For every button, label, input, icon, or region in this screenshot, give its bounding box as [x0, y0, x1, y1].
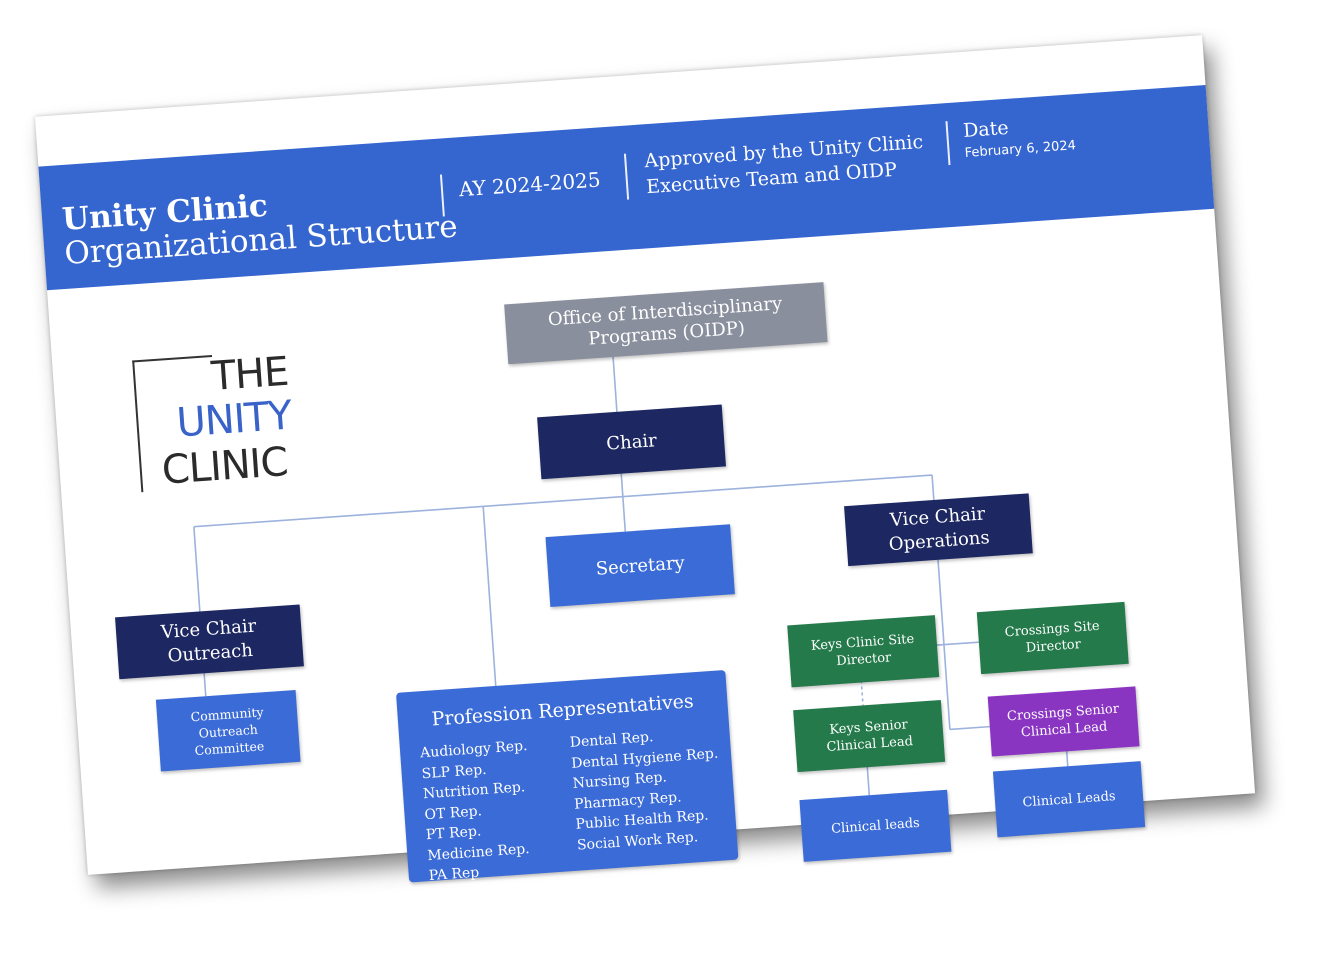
crossings-senior-clinical-lead-box: Crossings Senior Clinical Lead [987, 686, 1140, 757]
secretary-box: Secretary [545, 524, 735, 607]
profession-reps-column-1: Audiology Rep. SLP Rep. Nutrition Rep. O… [420, 736, 537, 887]
connector-line [943, 644, 951, 730]
connector-line [933, 641, 979, 647]
keys-clinic-site-director-box: Keys Clinic Site Director [787, 615, 940, 688]
crossings-clinical-leads-box: Clinical Leads [992, 761, 1146, 838]
keys-clinical-leads-box: Clinical leads [799, 789, 952, 862]
connector-line [203, 671, 207, 697]
community-outreach-committee-box: Community Outreach Committee [155, 689, 301, 772]
crossings-site-director-box: Crossings Site Director [976, 601, 1129, 675]
connector-line [931, 474, 935, 501]
chair-box: Chair [537, 404, 726, 480]
connector-line [620, 471, 624, 497]
connector-line [936, 554, 945, 645]
connector-lines [193, 354, 1069, 796]
connector-line [949, 725, 990, 731]
keys-senior-clinical-lead-box: Keys Senior Clinical Lead [793, 699, 946, 773]
connector-line [860, 680, 864, 706]
connector-line [612, 354, 618, 412]
connector-line [193, 526, 201, 612]
vice-chair-outreach-box: Vice Chair Outreach [115, 604, 304, 680]
org-chart-sheet: Unity Clinic Organizational Structure AY… [34, 35, 1256, 884]
connector-line [193, 474, 933, 528]
connector-line [866, 765, 871, 796]
connector-line [482, 506, 497, 687]
profession-reps-column-2: Dental Rep. Dental Hygiene Rep. Nursing … [569, 723, 724, 856]
connector-line [622, 496, 627, 532]
profession-representatives-box: Profession Representatives Audiology Rep… [395, 669, 739, 884]
